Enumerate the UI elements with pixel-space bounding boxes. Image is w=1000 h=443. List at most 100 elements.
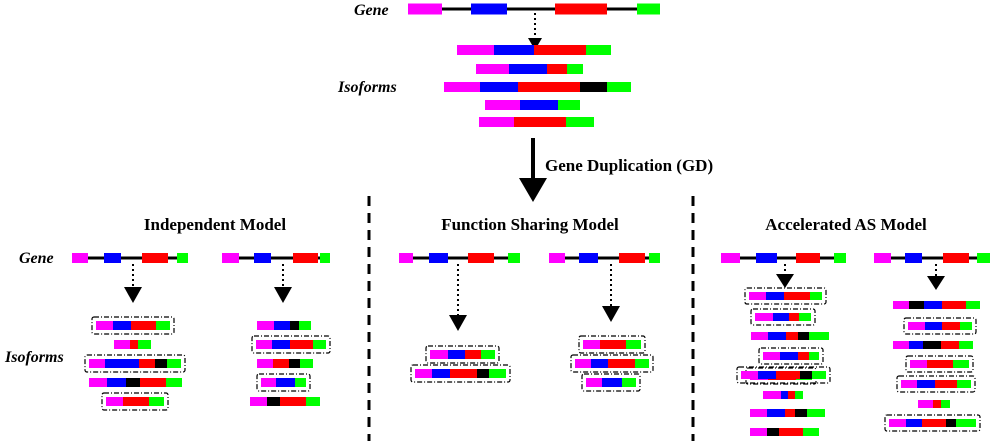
isoform-highlight-box	[578, 335, 646, 354]
red-exon	[514, 117, 566, 127]
black-exon	[126, 378, 140, 387]
top-isoforms-label: Isoforms	[337, 79, 397, 96]
gene-structure	[549, 253, 660, 263]
blue-exon	[105, 359, 139, 368]
green-exon	[637, 3, 660, 15]
magenta-exon	[114, 340, 130, 349]
isoform-highlight-box	[251, 335, 331, 354]
dotted-arrow	[776, 264, 794, 288]
blue-exon	[494, 45, 534, 55]
blue-exon	[756, 253, 777, 263]
arrow-head	[274, 287, 292, 303]
magenta-exon	[415, 369, 432, 378]
magenta-exon	[222, 253, 239, 263]
magenta-exon	[476, 64, 509, 74]
magenta-exon	[586, 378, 602, 387]
blue-exon	[509, 64, 547, 74]
isoform	[750, 428, 819, 436]
red-exon	[131, 321, 156, 330]
blue-exon	[758, 371, 776, 379]
black-exon	[289, 359, 300, 368]
magenta-exon	[741, 371, 758, 379]
green-exon	[607, 82, 631, 92]
isoform	[251, 335, 331, 354]
gene-structure	[222, 253, 330, 263]
isoform	[750, 409, 825, 417]
isoform	[918, 400, 950, 408]
red-exon	[468, 253, 494, 263]
magenta-exon	[908, 322, 925, 330]
magenta-exon	[583, 340, 600, 349]
red-exon	[555, 3, 607, 15]
red-exon	[942, 301, 966, 309]
blue-exon	[254, 253, 271, 263]
green-exon	[812, 371, 826, 379]
isoform-highlight-box	[736, 366, 831, 384]
red-exon	[139, 359, 155, 368]
green-exon	[966, 301, 980, 309]
magenta-exon	[72, 253, 88, 263]
red-exon	[140, 378, 166, 387]
green-exon	[956, 419, 976, 427]
green-exon	[586, 45, 611, 55]
green-exon	[167, 359, 181, 368]
green-exon	[299, 321, 311, 330]
magenta-exon	[763, 391, 781, 399]
isoform-highlight-box	[91, 316, 175, 335]
red-exon	[943, 253, 969, 263]
green-exon	[626, 340, 641, 349]
green-exon	[508, 253, 520, 263]
arrows-layer	[124, 13, 945, 331]
dotted-arrow	[602, 264, 620, 322]
green-exon	[807, 409, 825, 417]
blue-exon	[520, 100, 558, 110]
green-exon	[809, 332, 829, 340]
bottom-isoforms-label: Isoforms	[4, 349, 64, 366]
red-exon	[290, 340, 313, 349]
blue-exon	[905, 253, 922, 263]
dotted-arrow	[274, 264, 292, 303]
green-exon	[166, 378, 182, 387]
blue-exon	[113, 321, 131, 330]
isoform	[581, 373, 641, 392]
green-exon	[481, 350, 495, 359]
isoform-highlight-box	[84, 354, 186, 373]
magenta-exon	[549, 253, 565, 263]
blue-exon	[104, 253, 121, 263]
function-sharing-model-title: Function Sharing Model	[441, 215, 619, 234]
red-exon	[933, 400, 941, 408]
red-exon	[784, 292, 810, 300]
red-exon	[779, 428, 803, 436]
green-exon	[138, 340, 151, 349]
black-exon	[923, 341, 941, 349]
isoform	[89, 378, 182, 387]
dotted-arrow	[124, 264, 142, 303]
arrow-head	[528, 38, 542, 50]
blue-exon	[432, 369, 450, 378]
black-exon	[580, 82, 607, 92]
blue-exon	[773, 313, 789, 321]
black-exon	[798, 332, 809, 340]
isoform-highlight-box	[410, 364, 511, 383]
green-exon	[149, 397, 164, 406]
gene-duplication-arrow-head	[519, 178, 547, 202]
isoform	[485, 100, 580, 110]
red-exon	[785, 409, 795, 417]
isoform	[884, 414, 981, 432]
green-exon	[649, 253, 660, 263]
blue-exon	[480, 82, 518, 92]
magenta-exon	[893, 341, 909, 349]
isoform	[476, 64, 583, 74]
magenta-exon	[751, 332, 768, 340]
independent-model-title: Independent Model	[144, 215, 286, 234]
red-exon	[789, 313, 799, 321]
blue-exon	[767, 409, 785, 417]
blue-exon	[925, 322, 942, 330]
magenta-exon	[749, 292, 766, 300]
isoform-highlight-box	[758, 347, 824, 365]
arrow-head	[449, 315, 467, 331]
isoform	[101, 392, 169, 411]
isoform-highlight-box	[581, 373, 641, 392]
isoform	[457, 45, 611, 55]
